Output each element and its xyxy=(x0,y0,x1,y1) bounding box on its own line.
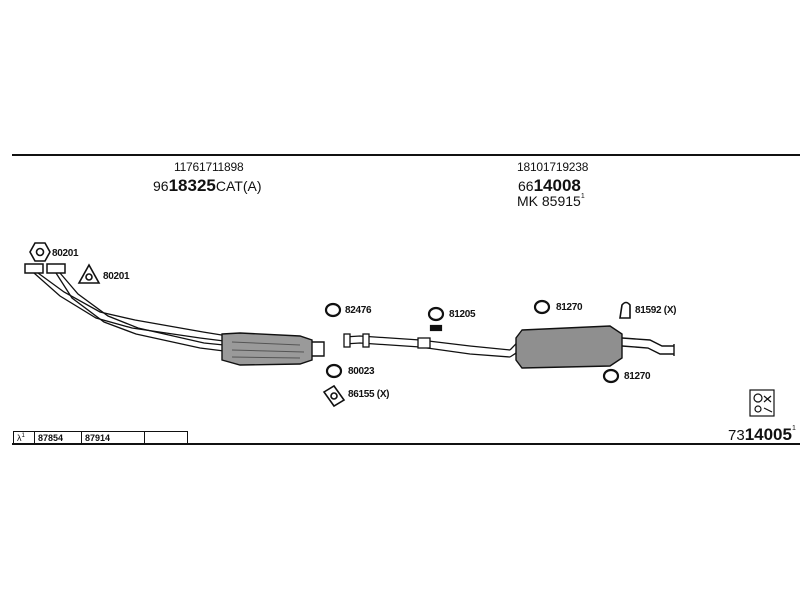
lambda-symbol: λ xyxy=(17,432,22,443)
bottom-divider-line xyxy=(12,443,800,445)
callout-gasket-2: 80201 xyxy=(103,271,130,282)
part-ref-prefix: 66 xyxy=(518,178,534,194)
callout-ring-2: 81270 xyxy=(556,302,583,313)
part-ref-prefix: 96 xyxy=(153,178,169,194)
callout-bolt: 86155 (X) xyxy=(348,389,390,400)
mounting-kit-ref: MK 859151 xyxy=(517,193,585,209)
callout-ring-3: 80023 xyxy=(348,366,375,377)
gasket-icon xyxy=(77,263,101,284)
part-ref-left: 9618325CAT(A) xyxy=(153,176,261,196)
ring-icon xyxy=(324,302,342,318)
ring-icon xyxy=(533,299,551,315)
code-cell: 87854 xyxy=(34,431,82,444)
ring-icon xyxy=(602,368,620,384)
rear-silencer xyxy=(515,325,675,369)
mk-sup: 1 xyxy=(580,193,585,200)
fitting-kit-prefix: 73 xyxy=(728,427,745,444)
clamp-icon xyxy=(427,306,445,332)
code-table: λ1 87854 87914 xyxy=(13,431,188,444)
manifold-flange-icon xyxy=(24,263,66,274)
code-cell: 87914 xyxy=(81,431,145,444)
fitting-kit-sup: 1 xyxy=(791,425,796,432)
gasket-icon xyxy=(29,242,51,262)
hanger-icon xyxy=(619,301,631,319)
front-pipe xyxy=(33,272,235,353)
mk-number: 85915 xyxy=(541,193,581,209)
callout-gasket-1: 80201 xyxy=(52,248,79,259)
part-ref-number: 18325 xyxy=(168,176,216,195)
code-cell xyxy=(144,431,188,444)
callout-hanger: 81592 (X) xyxy=(635,305,677,316)
bolt-icon xyxy=(322,384,346,408)
fitting-kit-ref: 73140051 xyxy=(728,425,796,445)
part-ref-right: 6614008 xyxy=(518,176,581,196)
fitting-kit-icon xyxy=(749,389,775,417)
oem-number-right: 18101719238 xyxy=(517,160,589,174)
lambda-cell: λ1 xyxy=(13,431,35,444)
lambda-sup: 1 xyxy=(21,432,25,439)
fitting-kit-number: 14005 xyxy=(744,425,792,444)
top-divider-line xyxy=(12,154,800,156)
ring-icon xyxy=(325,363,343,379)
mk-prefix: MK xyxy=(517,193,538,209)
oem-number-left: 11761711898 xyxy=(174,160,244,174)
part-ref-suffix: CAT(A) xyxy=(215,178,262,194)
middle-pipe xyxy=(343,331,529,358)
callout-clamp: 81205 xyxy=(449,309,476,320)
part-ref-number: 14008 xyxy=(533,176,581,195)
callout-ring-4: 81270 xyxy=(624,371,651,382)
callout-ring-1: 82476 xyxy=(345,305,372,316)
catalytic-converter xyxy=(221,332,325,366)
